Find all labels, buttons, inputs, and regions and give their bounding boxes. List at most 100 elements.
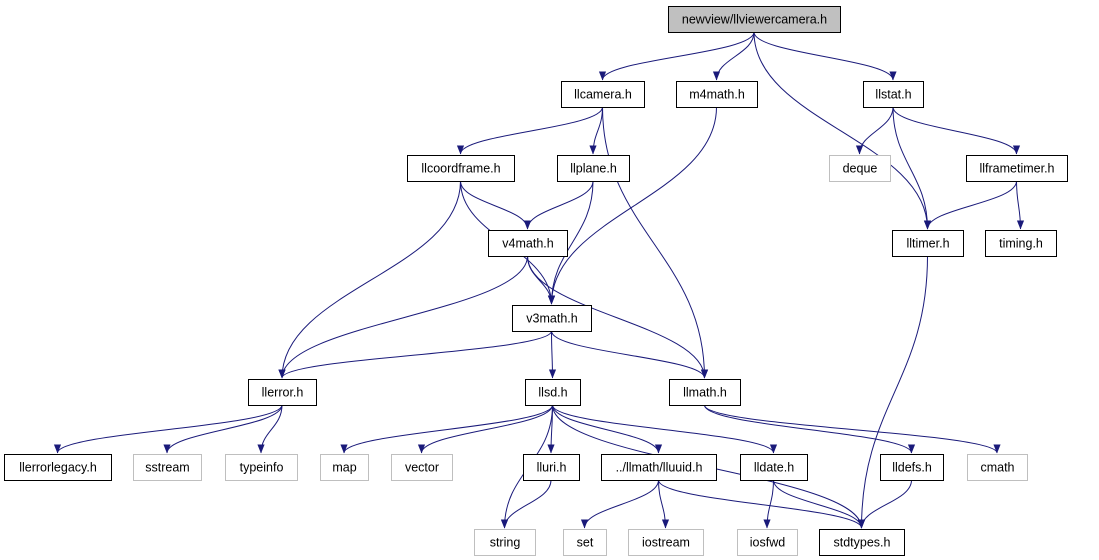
- node-box: [563, 529, 607, 556]
- node-box: [966, 155, 1068, 182]
- node-label: m4math.h: [689, 88, 745, 102]
- file-node-vector: vector: [391, 454, 453, 481]
- edge-root-to-llcamera: [598, 31, 755, 81]
- edge-root-to-llstat: [753, 31, 897, 81]
- edge-llsd-to-lldate: [552, 404, 778, 454]
- node-box: [557, 155, 630, 182]
- edge-llsd-to-lluuid: [552, 404, 663, 454]
- node-label: map: [332, 461, 356, 475]
- edge-llsd-to-map: [340, 404, 553, 454]
- node-label: vector: [405, 461, 439, 475]
- file-node-stdtypes[interactable]: stdtypes.h: [819, 529, 905, 556]
- edge-llcoordframe-to-llerror: [278, 180, 461, 379]
- file-node-v3math[interactable]: v3math.h: [512, 305, 592, 332]
- node-box: [676, 81, 758, 108]
- edge-root-to-lltimer: [753, 31, 932, 230]
- node-box: [740, 454, 808, 481]
- file-node-llstat[interactable]: llstat.h: [863, 81, 924, 108]
- file-node-llerrorlegacy[interactable]: llerrorlegacy.h: [4, 454, 112, 481]
- edge-lluri-to-string: [500, 479, 552, 529]
- file-node-lldefs[interactable]: lldefs.h: [880, 454, 944, 481]
- node-box: [225, 454, 298, 481]
- node-label: timing.h: [999, 237, 1043, 251]
- file-node-llcoordframe[interactable]: llcoordframe.h: [407, 155, 515, 182]
- node-label: iosfwd: [750, 536, 785, 550]
- node-label: llcamera.h: [574, 88, 632, 102]
- file-node-lluri[interactable]: lluri.h: [523, 454, 580, 481]
- edge-lldate-to-iosfwd: [763, 479, 774, 529]
- edge-llerror-to-typeinfo: [257, 404, 283, 454]
- edge-llsd-to-vector: [417, 404, 553, 454]
- file-node-llmath[interactable]: llmath.h: [669, 379, 741, 406]
- edge-v4math-to-llmath: [527, 255, 709, 379]
- node-box: [474, 529, 536, 556]
- file-node-sstream: sstream: [133, 454, 202, 481]
- file-node-typeinfo: typeinfo: [225, 454, 298, 481]
- node-box: [967, 454, 1028, 481]
- edge-lldefs-to-stdtypes: [857, 479, 912, 529]
- edge-lltimer-to-stdtypes: [857, 255, 928, 529]
- node-label: deque: [843, 162, 878, 176]
- node-box: [133, 454, 202, 481]
- file-node-lluuid[interactable]: ../llmath/lluuid.h: [601, 454, 717, 481]
- node-box: [4, 454, 112, 481]
- node-box: [320, 454, 369, 481]
- node-label: iostream: [642, 536, 690, 550]
- edge-llplane-to-v4math: [523, 180, 594, 230]
- node-label: llstat.h: [875, 88, 911, 102]
- node-label: stdtypes.h: [834, 536, 891, 550]
- node-label: set: [577, 536, 594, 550]
- file-node-lldate[interactable]: lldate.h: [740, 454, 808, 481]
- node-label: v4math.h: [502, 237, 553, 251]
- file-nodes: newview/llviewercamera.h llcamera.h m4math…: [4, 6, 1068, 556]
- node-box: [488, 230, 568, 257]
- node-box: [561, 81, 645, 108]
- node-box: [512, 305, 592, 332]
- node-label: typeinfo: [240, 461, 284, 475]
- edge-llmath-to-cmath: [704, 404, 1001, 454]
- node-label: newview/llviewercamera.h: [682, 13, 827, 27]
- file-node-timing[interactable]: timing.h: [985, 230, 1057, 257]
- file-node-llframetimer[interactable]: llframetimer.h: [966, 155, 1068, 182]
- file-node-llerror[interactable]: llerror.h: [248, 379, 317, 406]
- edge-llmath-to-lldefs: [704, 404, 916, 454]
- edge-v3math-to-llmath: [551, 330, 709, 379]
- file-node-root[interactable]: newview/llviewercamera.h: [668, 6, 841, 33]
- edge-llplane-to-v3math: [547, 180, 594, 305]
- edge-llcoordframe-to-v4math: [460, 180, 532, 230]
- node-box: [601, 454, 717, 481]
- file-node-llsd[interactable]: llsd.h: [525, 379, 581, 406]
- node-box: [985, 230, 1057, 257]
- node-box: [880, 454, 944, 481]
- node-label: string: [490, 536, 521, 550]
- node-box: [737, 529, 798, 556]
- file-node-iostream: iostream: [628, 529, 704, 556]
- file-node-string: string: [474, 529, 536, 556]
- edge-v4math-to-llerror: [278, 255, 528, 379]
- node-box: [391, 454, 453, 481]
- edge-root-to-m4math: [712, 31, 755, 81]
- file-node-llplane[interactable]: llplane.h: [557, 155, 630, 182]
- file-node-m4math[interactable]: m4math.h: [676, 81, 758, 108]
- edge-llframetimer-to-timing: [1016, 180, 1025, 230]
- node-label: llsd.h: [538, 386, 567, 400]
- file-node-llcamera[interactable]: llcamera.h: [561, 81, 645, 108]
- node-box: [525, 379, 581, 406]
- node-label: lldefs.h: [892, 461, 932, 475]
- file-node-lltimer[interactable]: lltimer.h: [892, 230, 964, 257]
- node-label: llcoordframe.h: [421, 162, 500, 176]
- node-box: [863, 81, 924, 108]
- edge-llframetimer-to-lltimer: [923, 180, 1017, 230]
- edge-lluuid-to-iostream: [658, 479, 670, 529]
- node-label: sstream: [145, 461, 189, 475]
- node-box: [628, 529, 704, 556]
- file-node-v4math[interactable]: v4math.h: [488, 230, 568, 257]
- node-label: llframetimer.h: [979, 162, 1054, 176]
- node-box: [819, 529, 905, 556]
- edge-llsd-to-lluri: [547, 404, 555, 454]
- node-label: lldate.h: [754, 461, 794, 475]
- node-label: lluri.h: [537, 461, 567, 475]
- node-box: [523, 454, 580, 481]
- edge-lldate-to-stdtypes: [773, 479, 866, 529]
